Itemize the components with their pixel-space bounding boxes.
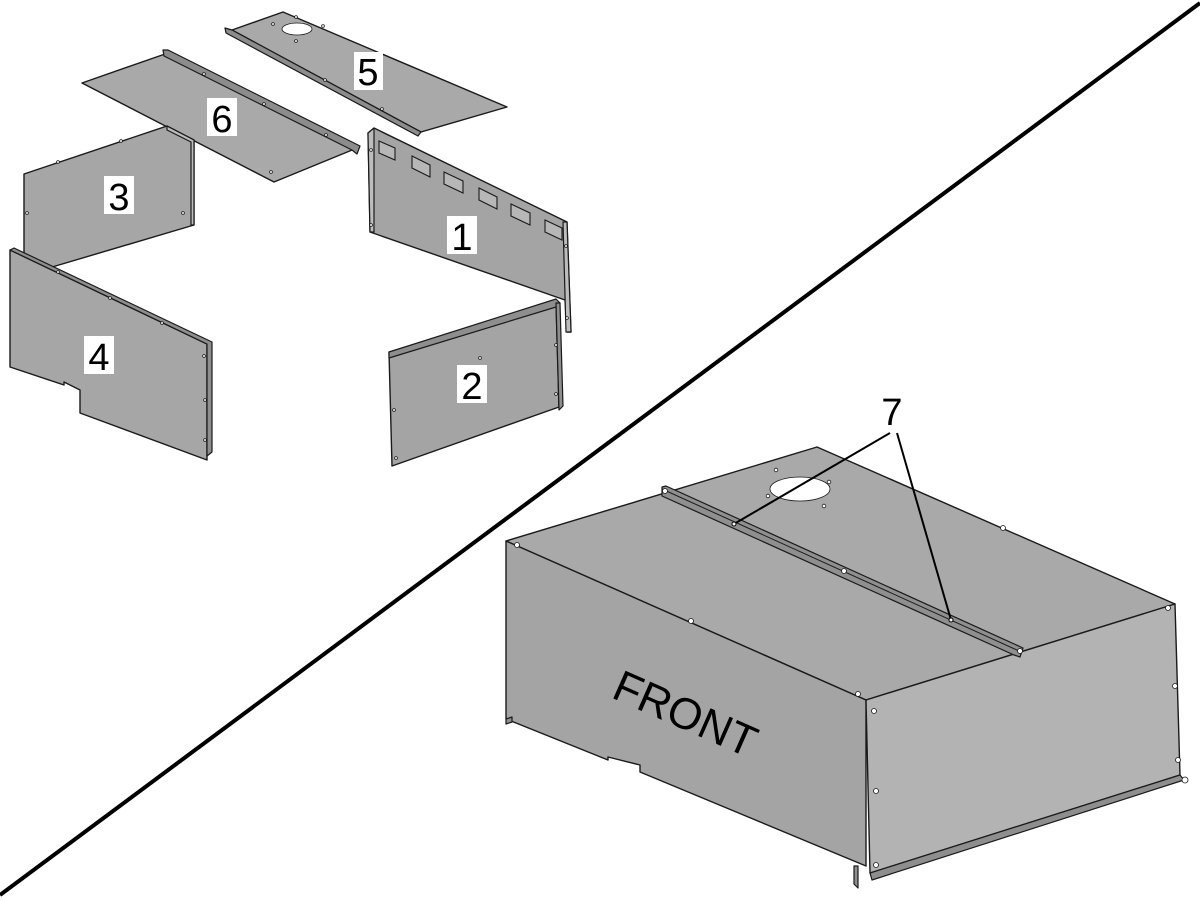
label-7: 7	[881, 392, 902, 434]
leader-lines-7	[731, 432, 954, 623]
label-4: 4	[88, 337, 109, 379]
panel-2: 2	[388, 298, 564, 467]
label-5: 5	[357, 52, 378, 94]
panel-4: 4	[9, 247, 213, 461]
label-3: 3	[108, 177, 129, 219]
assembled-view: FRONT 7	[505, 392, 1189, 889]
panel-5: 5	[224, 11, 508, 137]
vent-cutouts	[378, 140, 563, 241]
label-2: 2	[461, 366, 482, 408]
panel-3: 3	[23, 125, 195, 271]
exploded-view: 5 6 3	[9, 11, 572, 467]
enclosure-front	[505, 540, 867, 867]
panel-1: 1	[367, 127, 572, 333]
label-6: 6	[211, 99, 232, 141]
panel-6: 6	[81, 49, 361, 183]
label-1: 1	[451, 217, 472, 259]
